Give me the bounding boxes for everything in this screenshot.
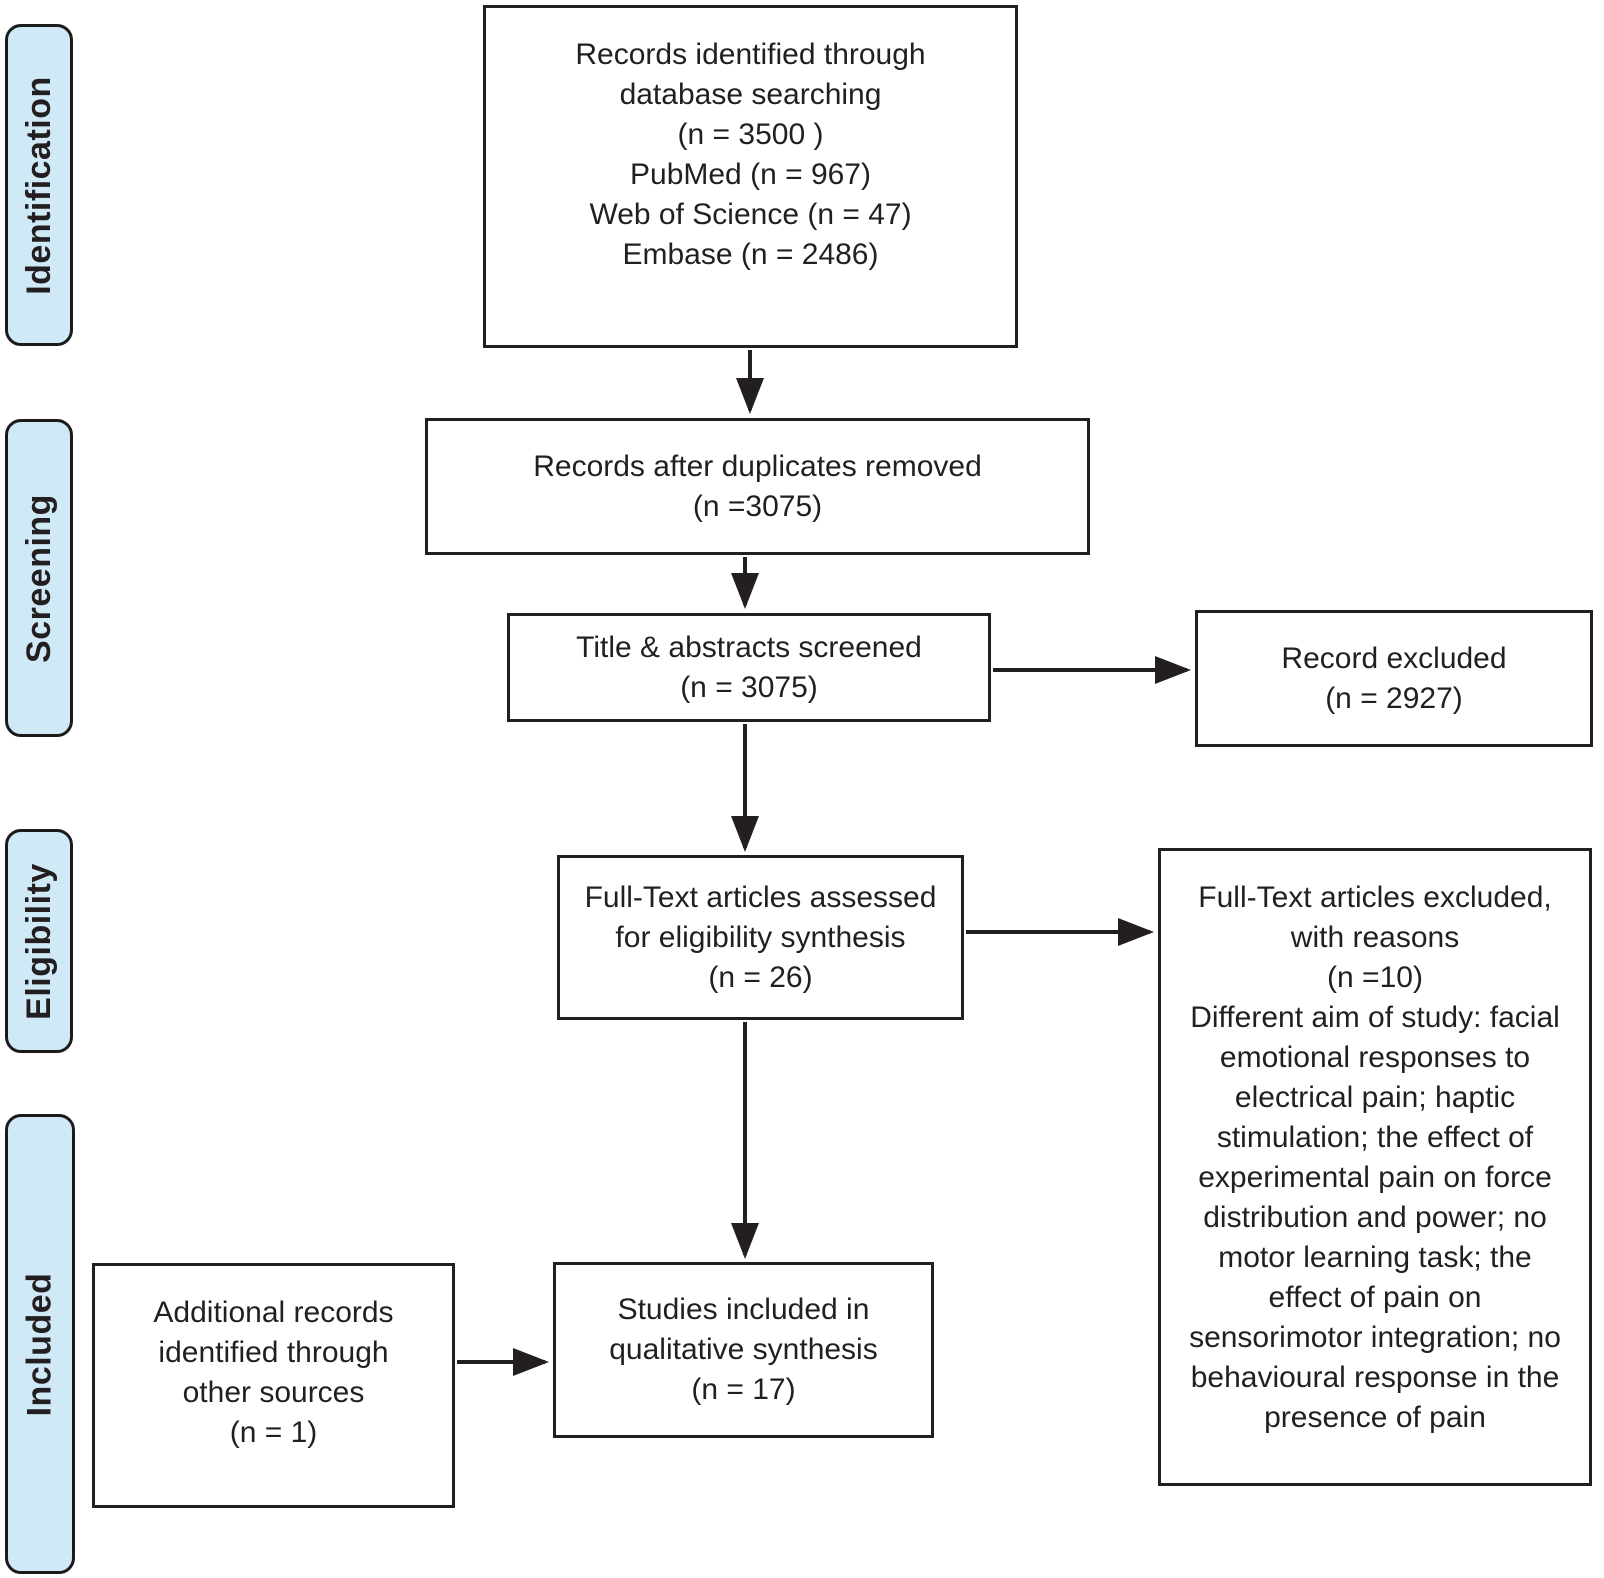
stage-label-identification: Identification — [5, 24, 73, 346]
stage-label-included: Included — [5, 1114, 75, 1574]
box-fulltext-assessed: Full-Text articles assessed for eligibil… — [557, 855, 964, 1020]
stage-label-identification-text: Identification — [19, 75, 58, 295]
box-duplicates-removed: Records after duplicates removed (n =307… — [425, 418, 1090, 555]
box-records-identified: Records identified through database sear… — [483, 5, 1018, 348]
box-studies-included: Studies included in qualitative synthesi… — [553, 1262, 934, 1438]
box-duplicates-removed-text: Records after duplicates removed (n =307… — [533, 449, 982, 523]
box-title-abstracts-screened: Title & abstracts screened (n = 3075) — [507, 613, 991, 722]
box-title-abstracts-screened-text: Title & abstracts screened (n = 3075) — [576, 630, 922, 704]
box-studies-included-text: Studies included in qualitative synthesi… — [609, 1293, 878, 1406]
box-additional-records: Additional records identified through ot… — [92, 1263, 455, 1508]
box-fulltext-excluded: Full-Text articles excluded, with reason… — [1158, 848, 1592, 1486]
stage-label-included-text: Included — [20, 1272, 59, 1416]
box-additional-records-text: Additional records identified through ot… — [153, 1296, 394, 1449]
stage-label-screening-text: Screening — [19, 493, 58, 663]
stage-label-eligibility: Eligibility — [5, 829, 73, 1053]
box-record-excluded: Record excluded (n = 2927) — [1195, 610, 1593, 747]
box-records-identified-text: Records identified through database sear… — [575, 38, 926, 271]
stage-label-eligibility-text: Eligibility — [19, 862, 58, 1020]
box-fulltext-excluded-text: Full-Text articles excluded, with reason… — [1189, 881, 1561, 1434]
box-fulltext-assessed-text: Full-Text articles assessed for eligibil… — [584, 880, 937, 994]
stage-label-screening: Screening — [5, 419, 73, 737]
box-record-excluded-text: Record excluded (n = 2927) — [1281, 641, 1507, 715]
